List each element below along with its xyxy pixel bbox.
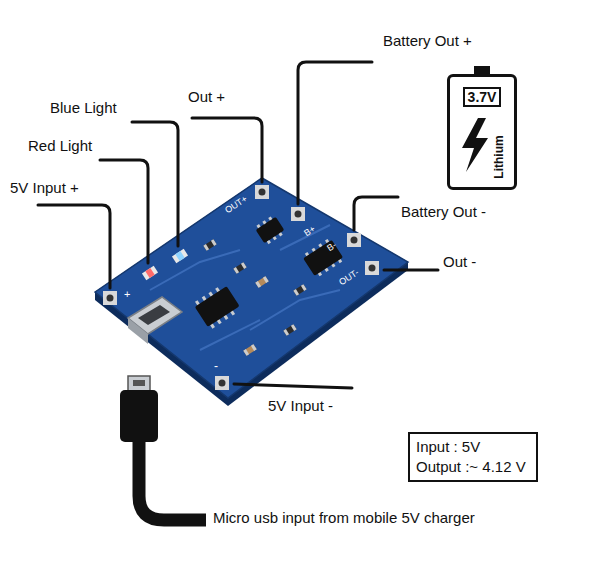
spec-box: Input : 5VOutput :~ 4.12 V [408, 432, 538, 482]
pin-label: Out - [443, 253, 476, 270]
smd-components [142, 239, 307, 356]
pin-label: 5V Input - [268, 397, 333, 414]
mosfet-ic [254, 214, 286, 246]
lightning-bolt [462, 118, 488, 172]
chemistry-label: Lithium [492, 135, 506, 178]
silkscreen-text: B- [325, 240, 338, 254]
pin-label: Battery Out + [383, 32, 472, 49]
spec-text: Input : 5V [416, 437, 530, 457]
leader-lines [38, 62, 438, 388]
usb-cable [120, 376, 206, 520]
protection-ic [302, 237, 345, 278]
pin-label: 5V Input + [10, 179, 79, 196]
pin-label: Out + [188, 88, 225, 105]
charger-ic [193, 283, 242, 331]
battery-cell: 3.7V Lithium [447, 74, 517, 190]
pin-label: Battery Out - [401, 203, 486, 220]
usb-port [128, 297, 182, 344]
pcb-board [95, 178, 408, 398]
silkscreen-text: OUT+ [223, 194, 249, 216]
solder-pads [103, 185, 379, 390]
led-label: Red Light [28, 137, 92, 154]
spec-text: Output :~ 4.12 V [416, 457, 530, 477]
silkscreen-text: - [214, 360, 218, 374]
silkscreen-text: OUT- [337, 267, 361, 287]
board-edge [95, 178, 408, 406]
cable-caption: Micro usb input from mobile 5V charger [213, 509, 475, 526]
silkscreen-text: + [124, 288, 130, 301]
silkscreen-text: B+ [302, 224, 317, 239]
led-label: Blue Light [50, 99, 117, 116]
voltage-tag: 3.7V [463, 87, 502, 107]
